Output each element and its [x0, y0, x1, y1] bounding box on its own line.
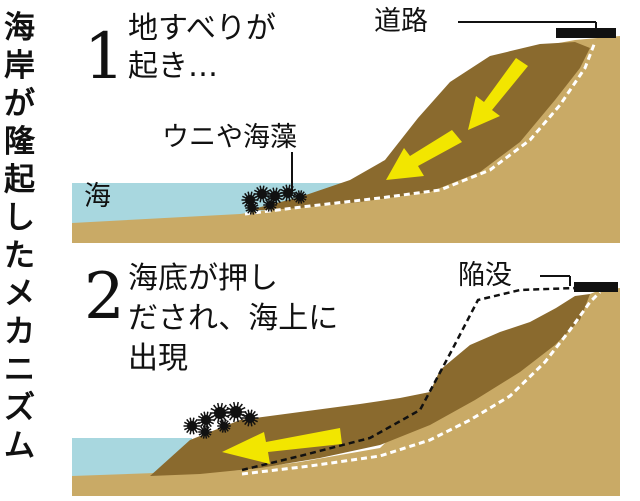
urchin [225, 401, 247, 423]
sink-label: 陥没 [458, 260, 512, 291]
title-char: ニ [4, 352, 35, 388]
panel-2-caption-line-3: 出現 [128, 341, 188, 376]
slip-surface-panel1 [244, 41, 597, 216]
panel-1: 1 地すべりが 起き… 道路 ウニや海藻 海 [72, 6, 620, 243]
title-char: カ [4, 314, 35, 350]
title-char: し [4, 200, 35, 236]
title-char: 岸 [4, 48, 35, 84]
panel-1-caption-line-2: 起き… [128, 49, 218, 84]
panel-1-caption-line-1: 地すべりが [128, 11, 276, 46]
road-label: 道路 [374, 6, 428, 37]
title-char: ム [4, 428, 35, 464]
former-slope-outline-panel2 [241, 286, 601, 472]
urchin [198, 425, 212, 439]
slip-surface-panel2 [241, 290, 602, 476]
panel-2: 2 海底が押し だされ、海上に 出現 陥没 [72, 260, 620, 496]
urchin [217, 419, 231, 433]
urchin [241, 409, 259, 427]
title-char: 海 [4, 10, 35, 46]
land-panel2 [72, 288, 620, 496]
panel-1-number: 1 [84, 20, 125, 94]
road-panel1 [556, 28, 616, 38]
uplifted-seabed-panel2 [150, 294, 590, 476]
panel-2-caption-line-1: 海底が押し [128, 261, 278, 296]
urchin [263, 198, 277, 212]
urchin [209, 402, 231, 424]
panel-2-number: 2 [84, 260, 125, 334]
slide-arrow-lower [386, 130, 462, 180]
road-panel2 [574, 282, 618, 292]
urchin [293, 190, 307, 204]
title-char: メ [4, 276, 35, 312]
urchins-panel1 [241, 184, 307, 215]
urchin-seaweed-label: ウニや海藻 [162, 122, 297, 153]
title-char: が [4, 86, 35, 122]
sea-label: 海 [84, 181, 111, 212]
urchins-panel2 [183, 401, 259, 439]
urchin [245, 201, 259, 215]
urchin [253, 185, 271, 203]
slide-arrow-upper [468, 58, 528, 130]
title-char: 起 [4, 162, 36, 198]
title-char: ズ [4, 390, 35, 426]
title-char: 隆 [4, 124, 36, 160]
urchin [183, 417, 201, 435]
title-char: た [4, 238, 35, 274]
urchin [279, 184, 297, 202]
push-arrow-panel2 [222, 428, 342, 464]
panel-2-caption-line-2: だされ、海上に [128, 301, 338, 336]
